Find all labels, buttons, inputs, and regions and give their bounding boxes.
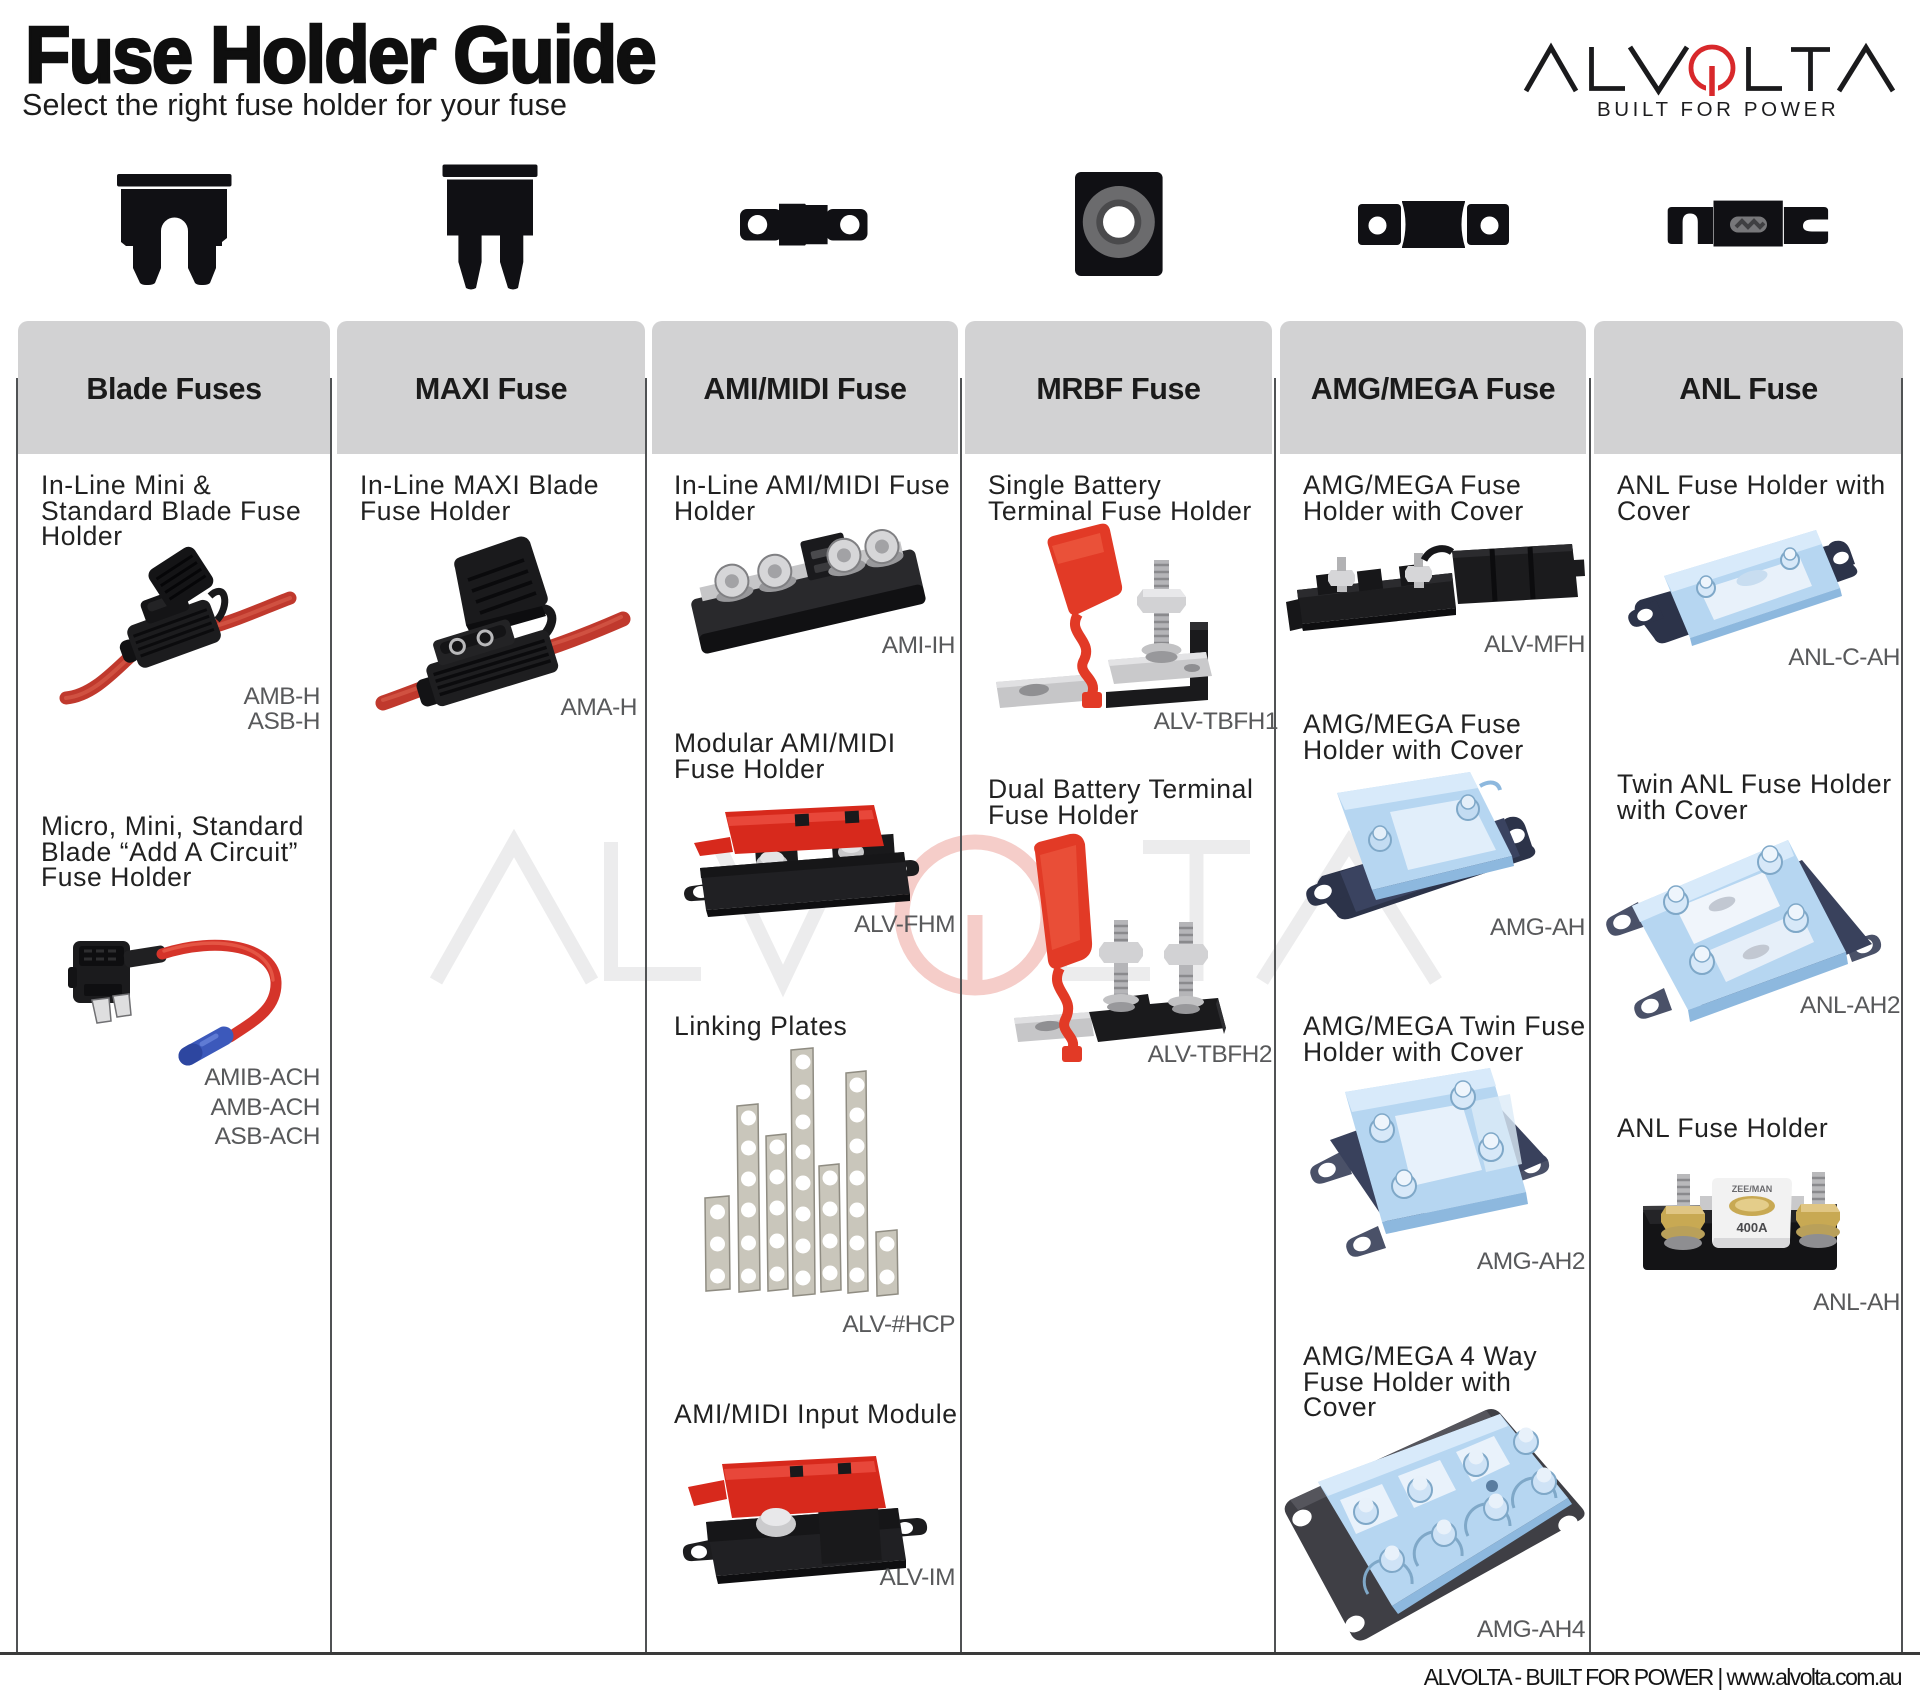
svg-text:400A: 400A xyxy=(1736,1220,1768,1235)
svg-text:ZEE/MAN: ZEE/MAN xyxy=(1732,1184,1773,1194)
